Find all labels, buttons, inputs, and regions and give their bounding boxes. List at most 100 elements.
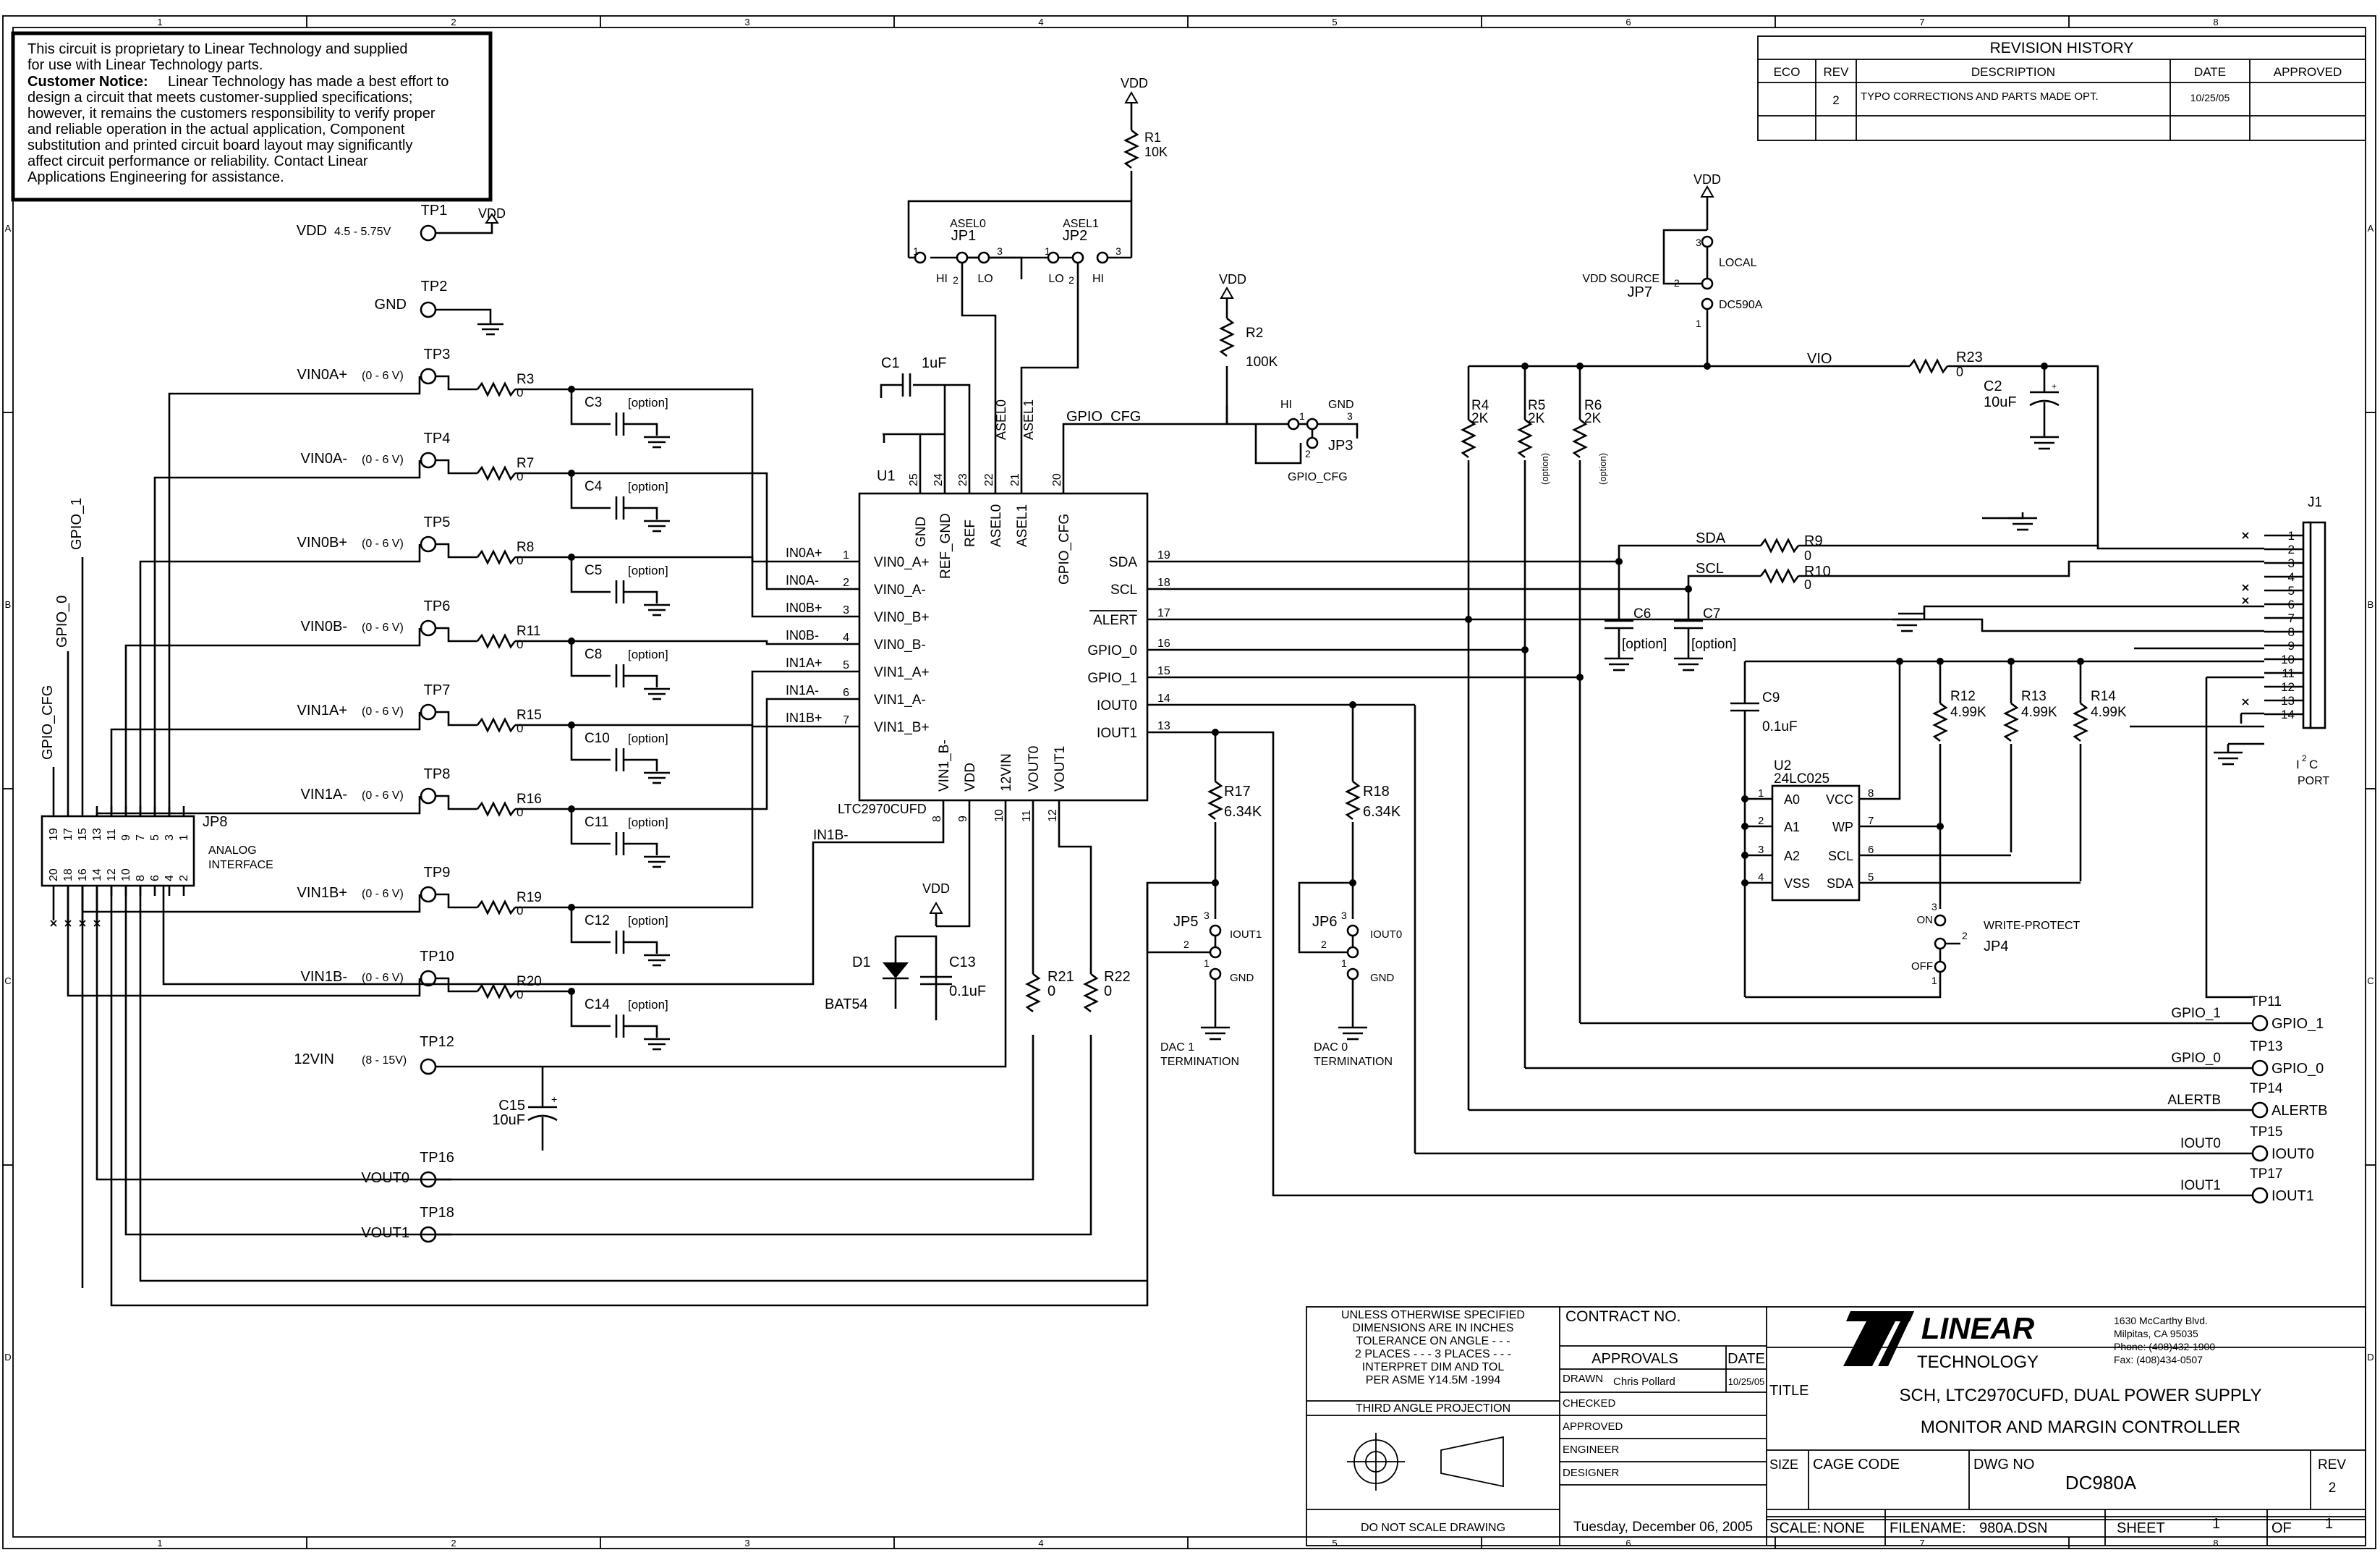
range-label: 4.5 - 5.75V xyxy=(334,226,391,238)
input-resistor xyxy=(476,801,517,817)
test-point-pad[interactable] xyxy=(420,703,437,721)
tb-of-header: OF xyxy=(2271,1520,2292,1536)
r9-ref: R9 xyxy=(1804,533,1823,549)
vdd-label: VDD xyxy=(1121,76,1148,90)
test-point-pad[interactable] xyxy=(2251,1145,2269,1162)
test-point-pad[interactable] xyxy=(420,452,437,469)
test-point-pad[interactable] xyxy=(2251,1101,2269,1119)
net-label: VIN0A- xyxy=(301,451,347,467)
svg-text:3: 3 xyxy=(1696,237,1701,248)
test-point-pad[interactable] xyxy=(420,535,437,553)
jp8-label: ANALOG xyxy=(208,844,257,857)
test-point-pad[interactable] xyxy=(2251,1187,2269,1204)
notice-title: Customer Notice: xyxy=(27,74,148,90)
jp8-return-wiring xyxy=(81,886,1149,1307)
tb-rev-header: REV xyxy=(2318,1457,2346,1473)
net-label: GPIO_1 xyxy=(69,498,85,550)
range-label: (0 - 6 V) xyxy=(362,972,404,984)
notice-text: and reliable operation in the actual app… xyxy=(27,122,405,137)
c9-value: 0.1uF xyxy=(1762,719,1798,734)
c1-ref: C1 xyxy=(881,355,900,371)
u1-pin-num: 3 xyxy=(843,604,849,617)
cap-value: [option] xyxy=(628,914,668,928)
r13-ref: R13 xyxy=(2021,689,2047,704)
jp2-label: ASEL1 xyxy=(1063,218,1099,230)
tp-net: IOUT0 xyxy=(2271,1146,2314,1162)
vio-label: VIO xyxy=(1807,351,1832,367)
cap-value: [option] xyxy=(628,732,668,745)
u2-eeprom xyxy=(1771,784,1861,902)
u1-part: LTC2970CUFD xyxy=(838,802,927,816)
j1-sup: 2 xyxy=(2302,753,2307,763)
tp-net: GPIO_1 xyxy=(2271,1016,2324,1032)
test-point-pad[interactable] xyxy=(420,368,437,385)
u1-pin-num: 14 xyxy=(1157,692,1170,705)
svg-text:3: 3 xyxy=(1115,245,1121,257)
c7-ref: C7 xyxy=(1703,606,1720,622)
net-label: GPIO_0 xyxy=(54,596,70,648)
u1-pin-num: 12 xyxy=(1047,809,1059,822)
u1-pin-name: VOUT1 xyxy=(1053,746,1068,792)
r9-resistor xyxy=(1759,538,1800,554)
svg-text:1: 1 xyxy=(1045,245,1050,257)
col-label: 4 xyxy=(1038,1538,1043,1549)
jp8-pin-num: 10 xyxy=(120,868,132,881)
test-point-pad[interactable] xyxy=(2251,1015,2269,1032)
u1-pin-name: ALERT xyxy=(1093,613,1137,628)
vdd-label: VDD xyxy=(922,881,950,896)
u1-pin-num: 6 xyxy=(843,687,849,699)
cap-ref: C11 xyxy=(585,815,608,830)
col-label: 1 xyxy=(157,1538,162,1549)
tp-label: TP1 xyxy=(421,203,448,219)
svg-text:3: 3 xyxy=(1347,410,1353,422)
r13-value: 4.99K xyxy=(2021,705,2057,720)
jp8-pin-num: 4 xyxy=(163,875,176,881)
input-resistor xyxy=(476,899,517,915)
r10-resistor xyxy=(1759,568,1800,584)
u1-pin-num: 10 xyxy=(993,809,1006,822)
svg-text:3: 3 xyxy=(997,245,1003,257)
cap-ref: C12 xyxy=(585,913,610,928)
u2-pin-num: 5 xyxy=(1868,871,1874,884)
d1-ref: D1 xyxy=(852,954,871,970)
test-point-pad[interactable] xyxy=(420,301,437,318)
r22-resistor xyxy=(1083,973,1099,1013)
r4-value: 2K xyxy=(1471,411,1489,426)
test-point-pad[interactable] xyxy=(2251,1059,2269,1077)
col-label: 1 xyxy=(157,17,162,27)
svg-text:3: 3 xyxy=(1341,910,1347,921)
test-point-pad[interactable] xyxy=(420,787,437,805)
tb-print-date: Tuesday, December 06, 2005 xyxy=(1573,1520,1753,1535)
jp8-pin-num: 19 xyxy=(48,828,60,841)
svg-text:1: 1 xyxy=(1341,957,1347,969)
u1-pin-num: 22 xyxy=(983,473,995,486)
col-label: 8 xyxy=(2213,17,2218,27)
u1-pin-num: 24 xyxy=(932,473,945,486)
d1-diode xyxy=(883,962,909,978)
jp8-label: INTERFACE xyxy=(208,859,273,871)
jp8-pin-num: 13 xyxy=(91,828,103,841)
col-label: 6 xyxy=(1625,1538,1631,1549)
u2-pin-name: SDA xyxy=(1827,876,1853,891)
range-label: (0 - 6 V) xyxy=(362,370,404,382)
jp8-pin-num: 20 xyxy=(48,868,60,881)
tp-label: TP14 xyxy=(2250,1081,2283,1096)
u2-pin-num: 6 xyxy=(1868,844,1874,856)
u2-pin-name: A0 xyxy=(1784,792,1800,807)
test-point-pad[interactable] xyxy=(420,1058,437,1075)
tb-address: Milpitas, CA 95035 xyxy=(2114,1328,2198,1339)
net-label: GND xyxy=(375,297,407,313)
test-point-pad[interactable] xyxy=(420,224,437,242)
test-point-pad[interactable] xyxy=(420,619,437,637)
resistor-ref: R19 xyxy=(517,890,542,905)
net-label: GPIO_0 xyxy=(2171,1051,2221,1066)
u1-pin-name: VIN0_A+ xyxy=(874,555,930,570)
test-point-pad[interactable] xyxy=(420,886,437,903)
resistor-value: 0 xyxy=(517,805,523,819)
u1-pin-name: ASEL1 xyxy=(1015,504,1030,547)
jp5-ref: JP5 xyxy=(1173,914,1198,930)
r5-note: (option) xyxy=(1539,453,1550,485)
u2-pin-name: WP xyxy=(1832,820,1853,834)
